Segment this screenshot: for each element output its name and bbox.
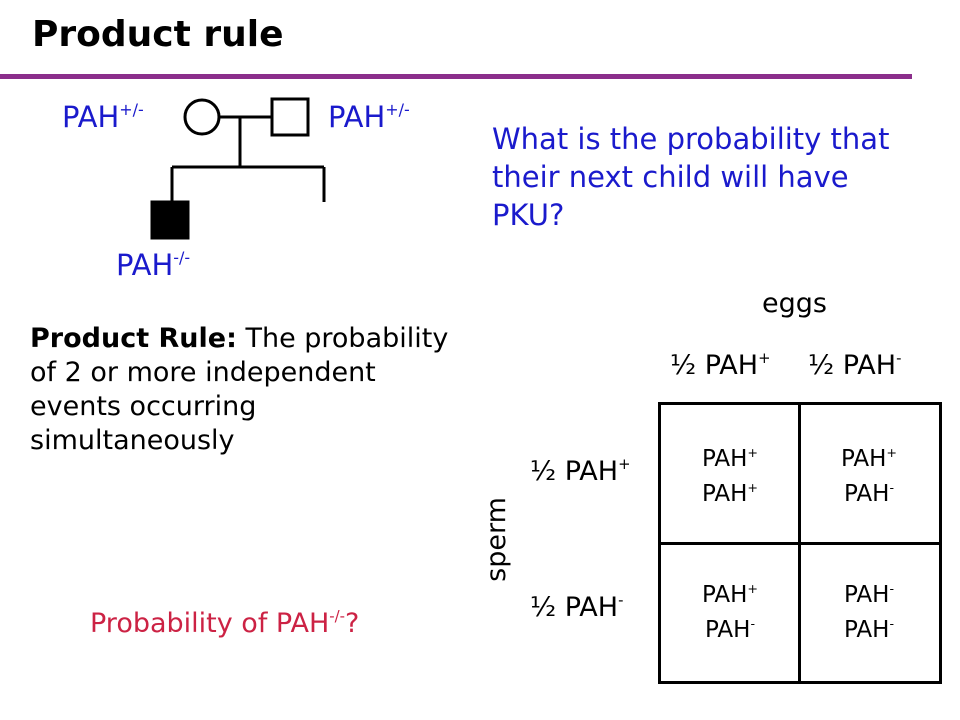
allele: PAH [844,582,890,608]
genotype-base: PAH [328,100,386,134]
punnett-cell: PAH+ PAH- [665,579,795,649]
genotype-sup: -/- [173,248,191,268]
allele: PAH [844,617,890,643]
punnett-cell: PAH+ PAH- [804,443,934,513]
father-genotype-label: PAH+/- [328,100,410,134]
allele-sup: + [747,444,759,460]
row-header-2: ½ PAH- [530,590,624,623]
header-frac: ½ PAH [530,456,619,487]
allele-line: PAH- [665,614,795,649]
allele-sup: - [889,580,894,596]
allele-line: PAH+ [804,443,934,478]
header-frac: ½ PAH [530,592,619,623]
eggs-label: eggs [762,288,827,319]
row-header-1: ½ PAH+ [530,454,631,487]
column-header-2: ½ PAH- [808,348,902,381]
question-text: What is the probability that their next … [492,122,890,232]
punnett-cell: PAH+ PAH+ [665,443,795,513]
punnett-square: PAH+ PAH+ PAH+ PAH- PAH+ PAH- PAH- PAH- [658,402,942,684]
allele: PAH [705,617,751,643]
child-genotype-label: PAH-/- [116,248,190,282]
affected-child-symbol [150,200,190,240]
allele-line: PAH- [804,579,934,614]
allele: PAH [844,481,890,507]
genotype-sup: +/- [119,100,144,120]
slide-title: Product rule [32,14,284,55]
allele-sup: + [886,444,898,460]
allele: PAH [701,446,748,472]
mother-genotype-label: PAH+/- [62,100,144,134]
header-sup: + [758,348,771,367]
product-rule-definition: Product Rule: The probability of 2 or mo… [30,322,460,458]
header-frac: ½ PAH [670,350,759,381]
title-underline [0,74,912,79]
prob-suffix: ? [344,608,360,639]
punnett-cell: PAH- PAH- [804,579,934,649]
allele: PAH [840,446,887,472]
header-sup: - [896,348,902,367]
father-symbol [270,97,310,137]
allele-line: PAH+ [665,579,795,614]
grid-divider-horizontal [661,542,939,545]
mother-symbol [183,98,221,136]
allele: PAH [701,481,748,507]
allele-line: PAH- [804,478,934,513]
product-rule-body: The probability of 2 or more independent… [30,323,449,456]
allele-sup: + [747,479,759,495]
prob-sup: -/- [329,606,345,625]
product-rule-term: Product Rule: [30,323,237,354]
header-sup: - [618,590,624,609]
genotype-base: PAH [116,248,174,282]
allele-sup: - [889,615,894,631]
column-header-1: ½ PAH+ [670,348,771,381]
genotype-base: PAH [62,100,120,134]
allele-line: PAH+ [665,443,795,478]
prob-prefix: Probability of PAH [90,608,330,639]
allele-sup: + [747,580,759,596]
genotype-sup: +/- [385,100,410,120]
allele-sup: - [750,615,755,631]
allele-line: PAH+ [665,478,795,513]
allele-line: PAH- [804,614,934,649]
allele-sup: - [889,479,894,495]
allele: PAH [701,582,748,608]
probability-question: Probability of PAH-/-? [90,606,360,639]
sperm-label: sperm [480,497,512,582]
header-sup: + [618,454,631,473]
header-frac: ½ PAH [808,350,897,381]
